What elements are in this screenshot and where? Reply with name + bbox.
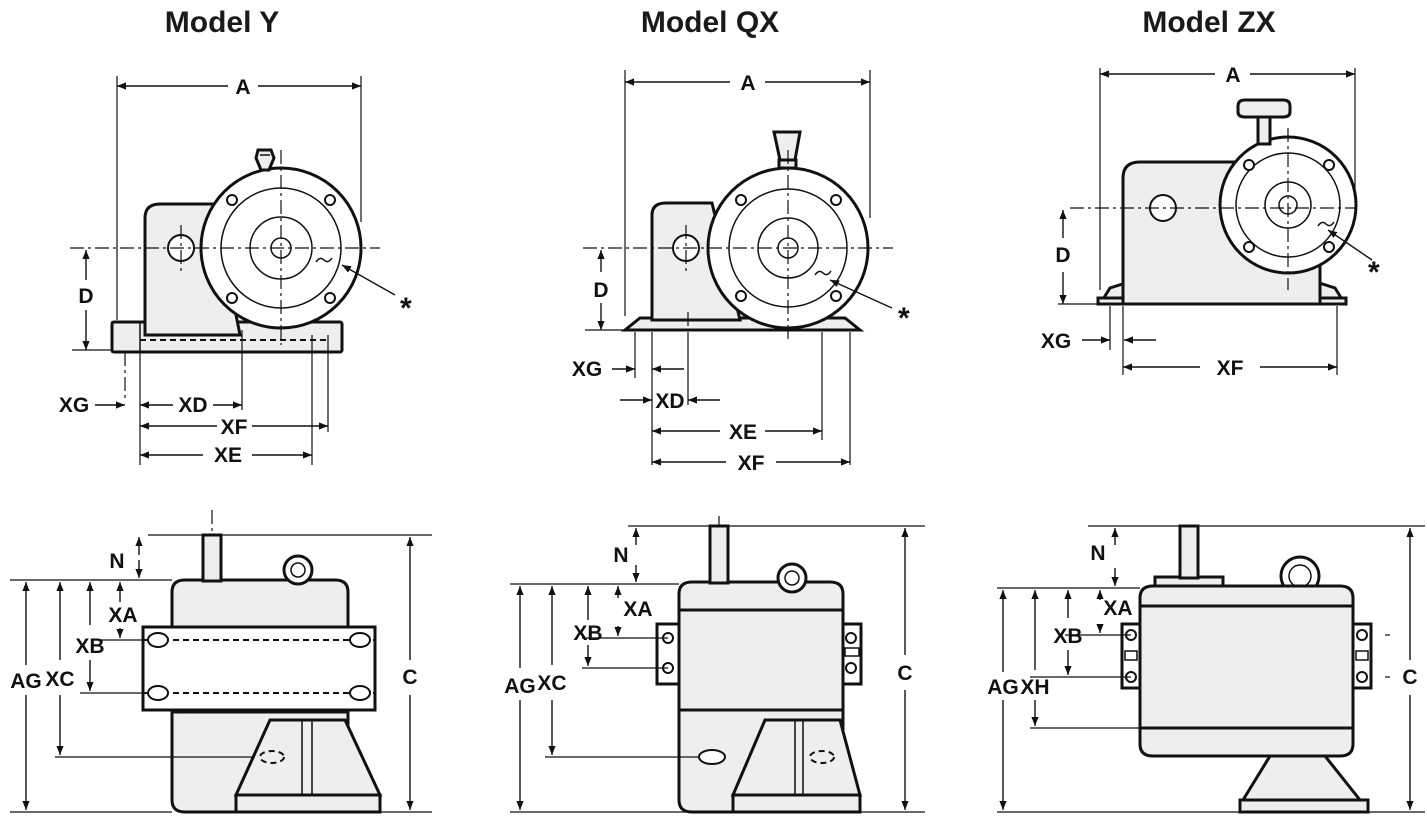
label-xb: XB [1053,625,1082,648]
label-xf: XF [738,452,765,475]
label-xg: XG [572,358,602,381]
label-xb: XB [75,635,104,658]
label-a: A [740,72,755,95]
model-y-side-view: N XA XB XC AG C [10,510,432,814]
model-qx-front-view: A D XG XD XE XF * [572,70,910,475]
model-qx-side-view: N XA XB XC AG C [504,516,925,814]
model-zx-title: Model ZX [1142,6,1276,39]
label-xh: XH [1020,676,1049,699]
label-d: D [78,285,93,308]
label-xc: XC [45,668,74,691]
label-star: * [1368,256,1380,289]
label-star: * [898,302,910,335]
label-d: D [593,279,608,302]
label-xf: XF [221,416,248,439]
label-xe: XE [214,444,242,467]
label-xd: XD [178,394,207,417]
label-ag: AG [987,676,1019,699]
label-xg: XG [59,394,89,417]
label-xc: XC [537,672,566,695]
label-d: D [1055,244,1070,267]
label-xe: XE [729,421,757,444]
model-qx-title: Model QX [640,6,780,39]
model-y-front-view: A D XG XD XF XE * [59,76,412,467]
label-n: N [1090,542,1105,565]
label-star: * [400,292,412,325]
label-xd: XD [655,390,684,413]
label-a: A [1225,64,1240,87]
label-c: C [1402,666,1417,689]
model-zx-front-view: A D XG XF * [1041,64,1380,380]
label-xa: XA [623,598,652,621]
label-xa: XA [1103,597,1132,620]
label-ag: AG [10,670,42,693]
label-xb: XB [573,622,602,645]
model-y-title: Model Y [164,6,280,39]
model-zx-side-view: N XA XB XH AG C [987,524,1425,814]
label-n: N [613,544,628,567]
label-ag: AG [504,675,536,698]
label-xf: XF [1217,357,1244,380]
label-xg: XG [1041,330,1071,353]
label-n: N [109,550,124,573]
label-c: C [897,662,912,685]
label-xa: XA [108,604,137,627]
label-c: C [402,666,417,689]
label-a: A [235,76,250,99]
